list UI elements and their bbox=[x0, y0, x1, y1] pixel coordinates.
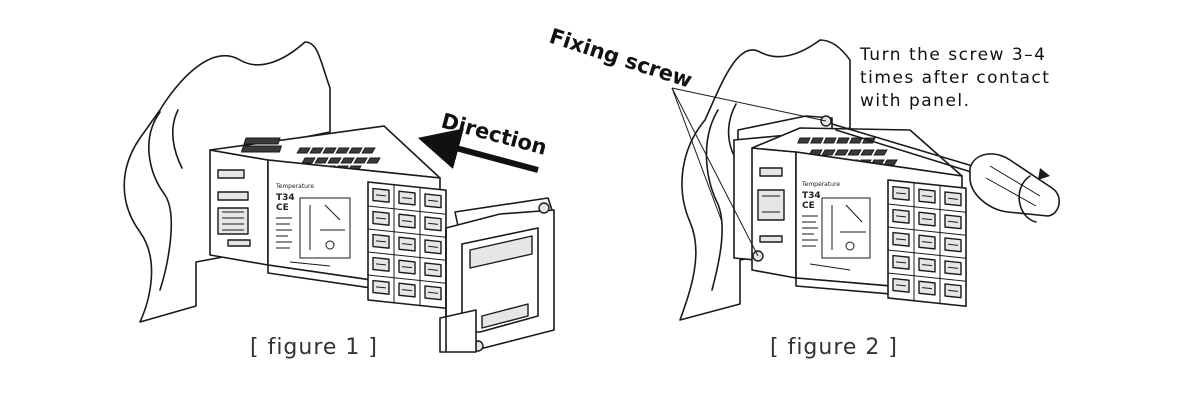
note-line-2: times after contact bbox=[860, 68, 1050, 88]
fixing-screw-leaders bbox=[671, 87, 827, 257]
figure-2: Temperature T34 CE bbox=[546, 24, 1060, 360]
note-line-1: Turn the screw 3–4 bbox=[859, 45, 1046, 65]
screwdriver-icon bbox=[831, 123, 1060, 223]
note-line-3: with panel. bbox=[860, 91, 971, 111]
brand-text-1: Temperature bbox=[275, 183, 314, 190]
ce-mark-2: CE bbox=[802, 201, 815, 211]
figure-1-caption: [ figure 1 ] bbox=[250, 335, 378, 360]
model-text-2: T34 bbox=[802, 191, 821, 201]
mounting-bracket-1 bbox=[439, 197, 555, 353]
ce-mark-1: CE bbox=[276, 203, 289, 213]
model-text-1: T34 bbox=[276, 193, 295, 203]
direction-label: Direction bbox=[439, 109, 550, 160]
brand-text-2: Temperature bbox=[801, 181, 840, 188]
figure-1: Temperature T34 CE bbox=[123, 41, 555, 360]
fixing-screw-label: Fixing screw bbox=[546, 24, 695, 93]
direction-arrow bbox=[417, 128, 539, 173]
figure-2-caption: [ figure 2 ] bbox=[770, 335, 898, 360]
